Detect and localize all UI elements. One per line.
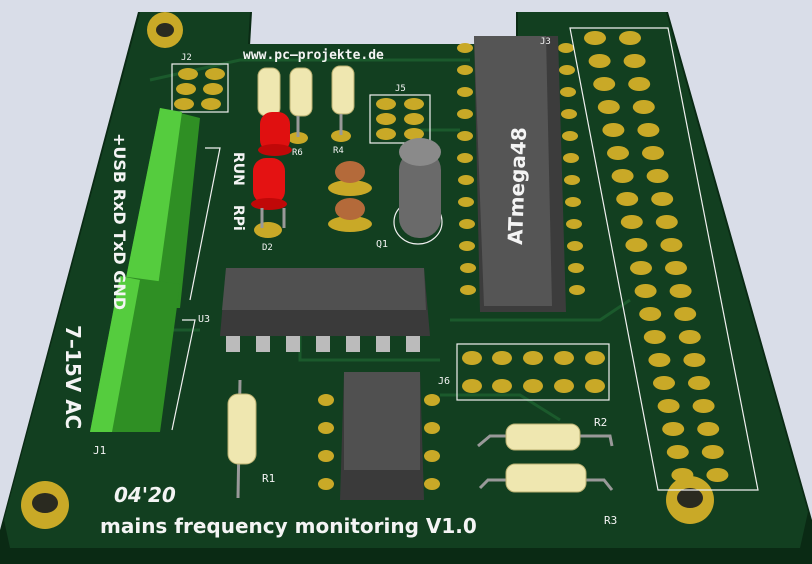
j3-pad xyxy=(593,77,616,91)
j3-pad xyxy=(637,123,660,137)
terminal-block-ac: J1 xyxy=(90,276,196,457)
j3-pad xyxy=(666,445,689,459)
terminal-block-usb xyxy=(120,108,221,308)
j3-pad xyxy=(655,215,678,229)
led-label-run: RUN xyxy=(230,152,246,186)
j3-pad xyxy=(632,100,655,114)
j3-pad xyxy=(697,422,720,436)
capacitor xyxy=(328,198,372,232)
led-run xyxy=(258,112,292,156)
resistor-r6: R6 xyxy=(288,67,313,158)
ic-atmega48: ATmega48 xyxy=(457,36,585,312)
j3-pad xyxy=(657,399,680,413)
j3-pad xyxy=(611,169,634,183)
j3-pad xyxy=(619,31,641,45)
led-rpi: D2 xyxy=(251,158,287,253)
resistor-r1: R1 xyxy=(227,379,275,499)
j3-pad xyxy=(706,468,729,482)
mounting-hole xyxy=(666,476,714,524)
connector-labels: +USB RxD TxD GND xyxy=(110,133,129,310)
j3-pad xyxy=(620,215,643,229)
power-label: 7–15V AC xyxy=(61,325,85,429)
mounting-hole xyxy=(21,481,69,529)
j3-pad xyxy=(678,330,701,344)
header-j2: J2 xyxy=(171,53,229,113)
ref-j5: J5 xyxy=(395,84,406,94)
j3-pad xyxy=(630,261,652,275)
crystal-q1: Q1 xyxy=(376,138,443,250)
j3-pad xyxy=(607,146,629,160)
j3-pad xyxy=(653,376,675,390)
ref-r3: R3 xyxy=(604,514,617,527)
j3-pad xyxy=(602,123,625,137)
resistor-r4: R4 xyxy=(331,65,355,156)
j3-pad xyxy=(616,192,639,206)
resistor-r3: R3 xyxy=(478,463,617,527)
ic-lower xyxy=(318,372,440,500)
ref-d2: D2 xyxy=(262,243,273,253)
j3-pad xyxy=(648,353,671,367)
ref-r2: R2 xyxy=(594,416,607,429)
ref-u3: U3 xyxy=(198,314,210,325)
ref-r6: R6 xyxy=(292,148,303,158)
board-title: mains frequency monitoring V1.0 xyxy=(100,514,477,538)
j3-pad xyxy=(628,77,651,91)
j3-pad xyxy=(660,238,683,252)
ref-j3: J3 xyxy=(540,37,551,47)
j3-pad xyxy=(623,54,646,68)
header-j6: J6 xyxy=(438,343,610,401)
ref-r4: R4 xyxy=(333,146,344,156)
j3-pad xyxy=(651,192,674,206)
url-text: www.pc—projekte.de xyxy=(243,48,384,63)
j3-pad xyxy=(701,445,724,459)
j3-pad xyxy=(584,31,606,45)
j3-pad xyxy=(588,54,611,68)
ic-u3: U3 xyxy=(198,268,430,352)
j3-pad xyxy=(671,468,694,482)
j3-pad xyxy=(688,376,710,390)
resistor-r2: R2 xyxy=(477,416,614,451)
j3-pad xyxy=(662,422,685,436)
j3-pad xyxy=(639,307,662,321)
j3-pad xyxy=(692,399,715,413)
j3-pad xyxy=(674,307,697,321)
ref-j6: J6 xyxy=(438,376,450,387)
header-j5: J5 xyxy=(369,84,431,144)
ref-r1: R1 xyxy=(262,472,275,485)
date-label: 04'20 xyxy=(114,483,176,507)
j3-pad xyxy=(634,284,657,298)
j3-pad xyxy=(665,261,687,275)
ref-j2: J2 xyxy=(181,53,192,63)
led-label-rpi: RPi xyxy=(230,205,246,231)
j3-pad xyxy=(642,146,664,160)
j3-pad xyxy=(643,330,666,344)
j3-pad xyxy=(683,353,706,367)
ref-j1: J1 xyxy=(93,444,106,457)
j3-pad xyxy=(597,100,620,114)
chip-label: ATmega48 xyxy=(503,127,531,245)
header-j3: J3 xyxy=(540,27,759,491)
j3-pad xyxy=(669,284,692,298)
j3-pad xyxy=(646,169,669,183)
ref-q1: Q1 xyxy=(376,239,388,250)
j3-pad xyxy=(625,238,648,252)
mounting-hole xyxy=(147,12,183,48)
capacitor xyxy=(328,161,372,196)
